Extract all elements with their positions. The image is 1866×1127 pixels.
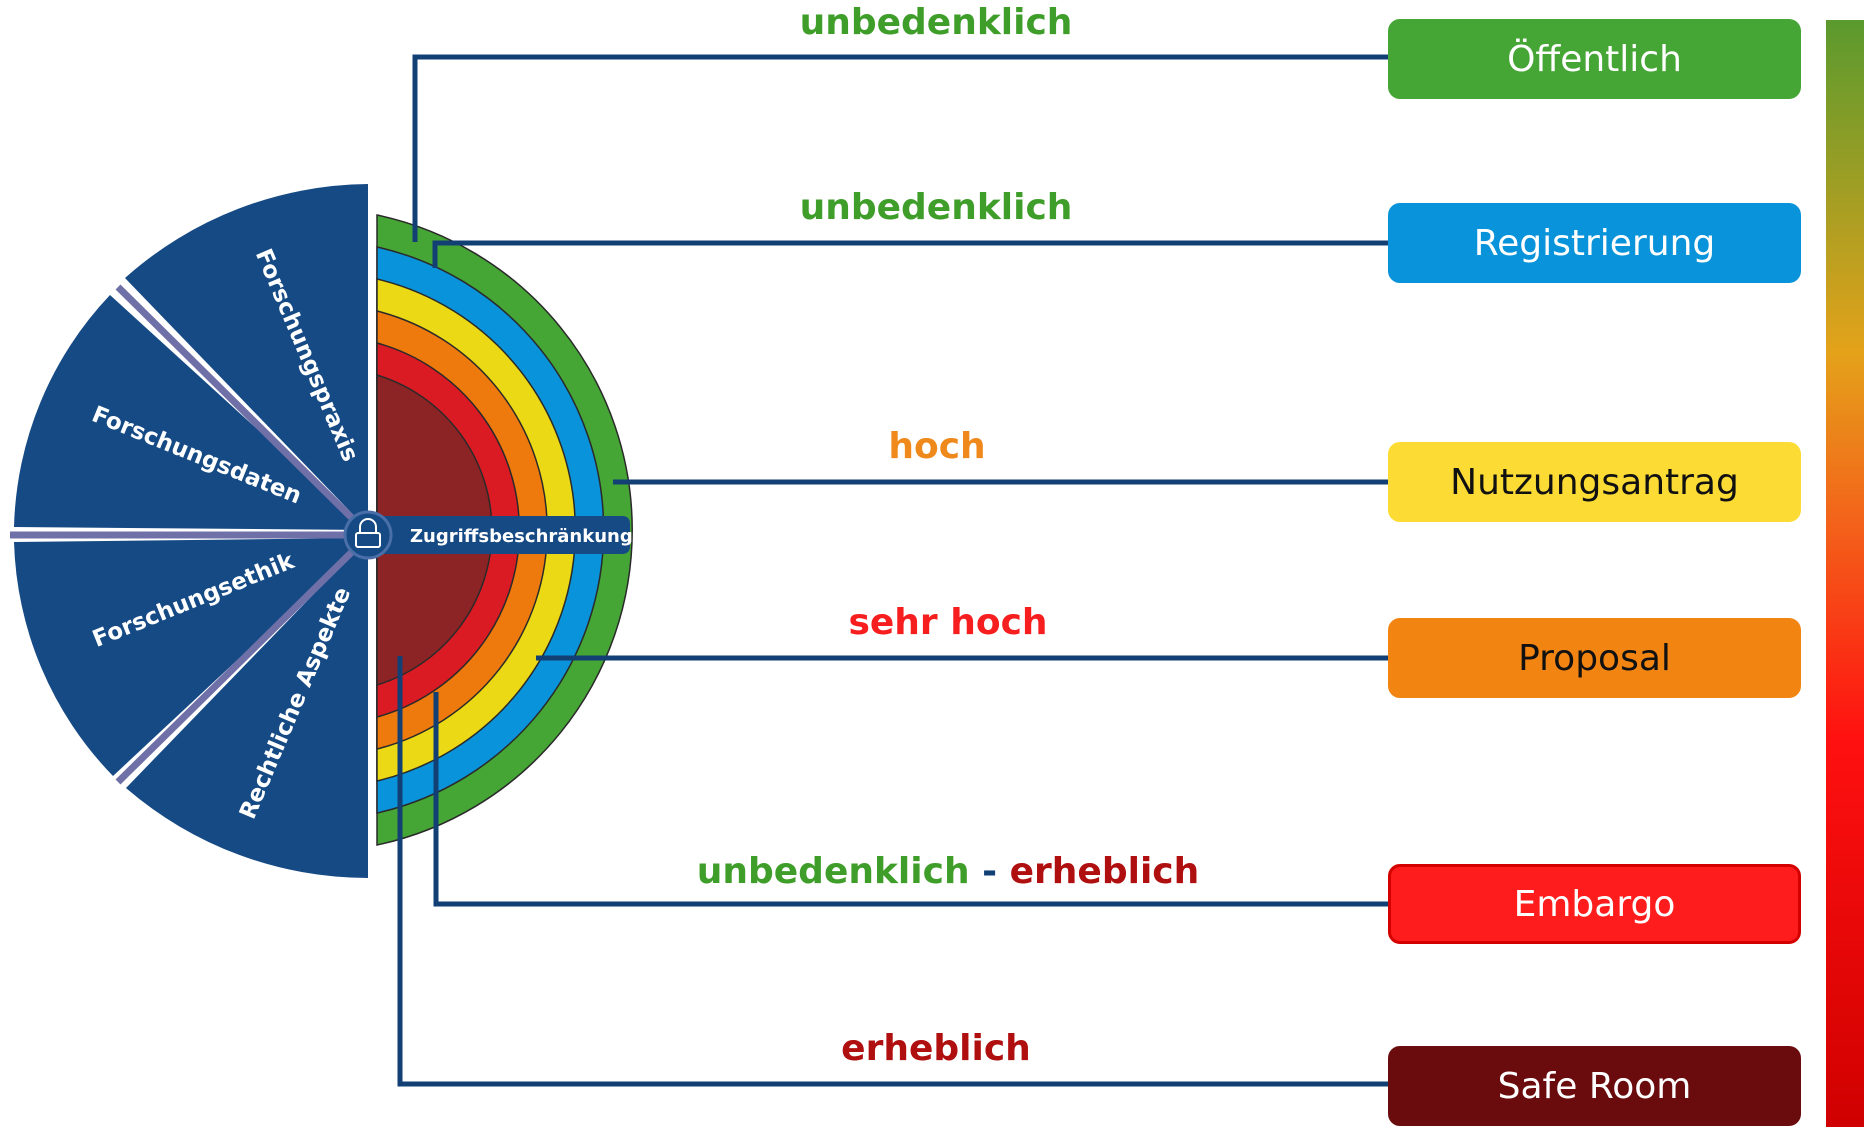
connector-safe-room: [397, 656, 1390, 1087]
sensitivity-part-dash: -: [982, 851, 998, 892]
access-box-proposal: Proposal: [1388, 618, 1801, 698]
segment-forschungsdaten: [14, 295, 368, 530]
center-label-pill: [360, 516, 630, 554]
center-label-text: Zugriffsbeschränkung: [410, 526, 633, 547]
sensitivity-label-nutzungsantrag: hoch: [888, 426, 986, 467]
sensitivity-label-oeffentlich: unbedenklich: [799, 2, 1073, 43]
sensitivity-label-safe-room: erheblich: [841, 1028, 1031, 1069]
segment-divider: [115, 539, 365, 785]
segment-forschungspraxis: [125, 184, 368, 530]
access-box-oeffentlich: Öffentlich: [1388, 19, 1801, 99]
access-box-safe-room: Safe Room: [1388, 1046, 1801, 1126]
connector-group: [397, 54, 1390, 1087]
restriction-gradient-bar: [1826, 20, 1864, 1127]
access-box-embargo: Embargo: [1388, 864, 1801, 944]
sensitivity-label-embargo: unbedenklich - erheblich: [697, 851, 1200, 892]
sensitivity-part-high: erheblich: [1009, 851, 1200, 892]
sensitivity-part-low: unbedenklich: [696, 851, 970, 892]
access-box-registrierung: Registrierung: [1388, 203, 1801, 283]
center-label-group: Zugriffsbeschränkung: [343, 510, 633, 560]
sensitivity-label-proposal: sehr hoch: [848, 602, 1048, 643]
segment-group: [10, 184, 368, 879]
connector-oeffentlich: [412, 54, 1390, 242]
sensitivity-label-registrierung: unbedenklich: [799, 187, 1073, 228]
segment-rechtliche-aspekte: [126, 538, 368, 879]
segment-divider: [115, 284, 365, 531]
segment-forschungsethik: [14, 538, 368, 776]
connector-registrierung: [432, 240, 1390, 268]
lock-icon: [355, 518, 381, 548]
connector-embargo: [433, 692, 1390, 907]
access-box-nutzungsantrag: Nutzungsantrag: [1388, 442, 1801, 522]
